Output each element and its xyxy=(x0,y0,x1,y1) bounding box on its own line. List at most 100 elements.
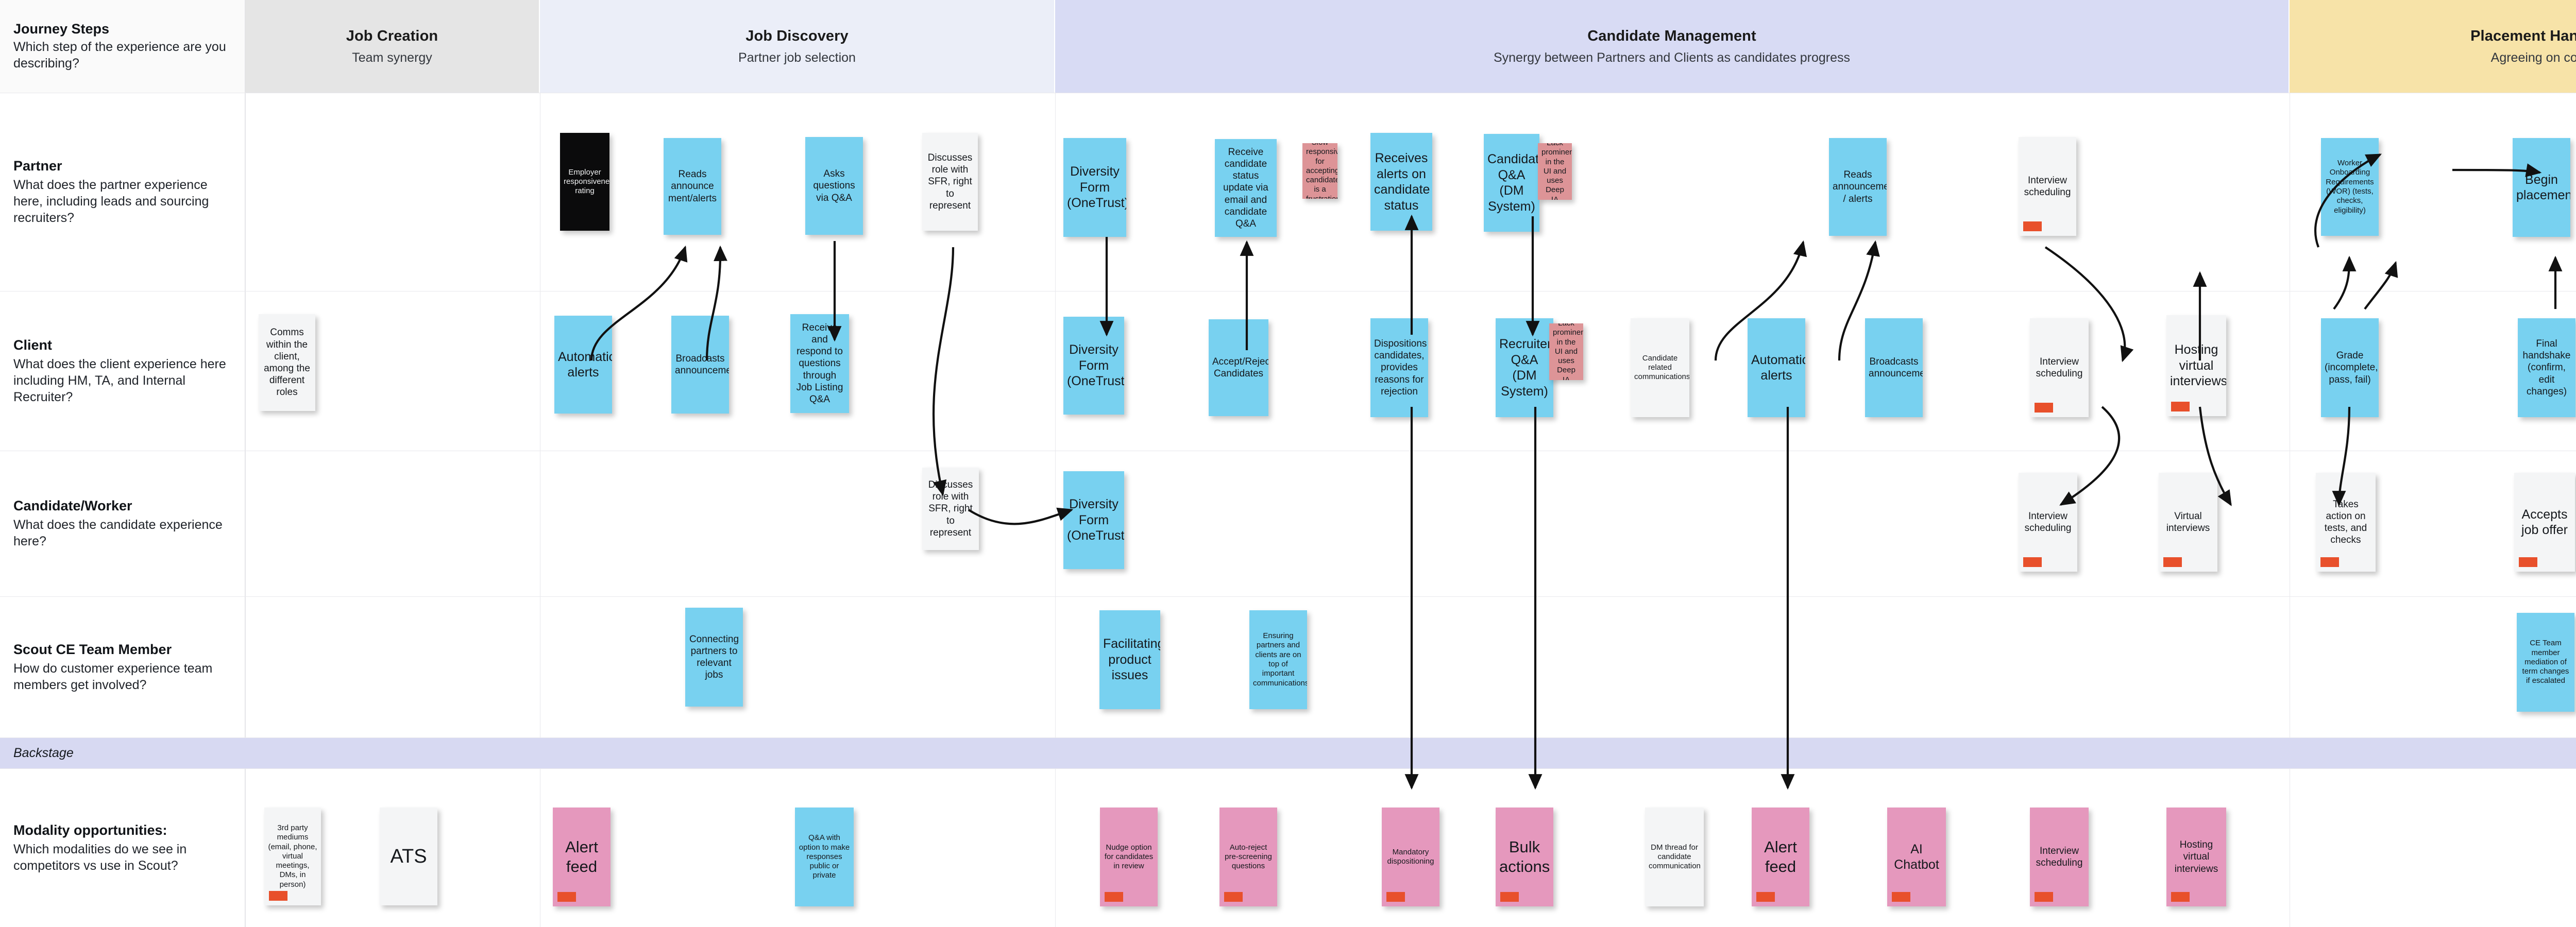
arrow-grade-up xyxy=(2364,261,2398,310)
sticky-note[interactable]: Asks questions via Q&A xyxy=(805,137,863,235)
note-text: Accepts job offer xyxy=(2521,507,2568,538)
note-text: DM thread for candidate communication xyxy=(1649,843,1701,871)
sticky-note[interactable]: 3rd party mediums (email, phone, virtual… xyxy=(264,808,321,905)
sticky-note[interactable]: DM thread for candidate communication xyxy=(1645,808,1704,906)
sticky-note[interactable]: Recruiter Q&A (DM System) xyxy=(1496,318,1553,417)
note-text: Grade (incomplete, pass, fail) xyxy=(2325,350,2378,385)
backstage-label: Backstage xyxy=(13,746,74,760)
journey-steps-subtitle: Which step of the experience are you des… xyxy=(13,40,226,71)
phase-header-job-discovery[interactable]: Job Discovery Partner job selection xyxy=(540,0,1055,93)
phase-header-job-creation[interactable]: Job Creation Team synergy xyxy=(245,0,540,93)
sticky-note[interactable]: Ensuring partners and clients are on top… xyxy=(1249,610,1307,709)
note-text: Alert feed xyxy=(1764,838,1797,876)
sticky-note[interactable]: Alert feed xyxy=(1752,808,1809,906)
sticky-note[interactable]: Receive and respond to questions through… xyxy=(790,314,849,413)
note-text: Q&A with option to make responses public… xyxy=(799,833,850,880)
sticky-note[interactable]: Automatic alerts xyxy=(554,316,612,414)
tag-chip xyxy=(1500,892,1519,902)
sticky-note[interactable]: Hosting virtual interviews xyxy=(2166,808,2226,906)
sticky-note[interactable]: Broadcasts announcements xyxy=(1865,318,1923,417)
note-text: 3rd party mediums (email, phone, virtual… xyxy=(268,823,317,889)
phase-header-candidate-management[interactable]: Candidate Management Synergy between Par… xyxy=(1055,0,2290,93)
sticky-note[interactable]: Facilitating product issues xyxy=(1099,610,1160,709)
sticky-note[interactable]: ATS xyxy=(380,808,437,905)
sticky-note[interactable]: AI Chatbot xyxy=(1887,808,1946,906)
row-title: Client xyxy=(13,337,53,353)
sticky-note[interactable]: Grade (incomplete, pass, fail) xyxy=(2321,318,2379,417)
tag-chip xyxy=(557,892,576,902)
sticky-note[interactable]: Connecting partners to relevant jobs xyxy=(685,608,743,707)
note-text: Slow responsiveness for accepting candid… xyxy=(1306,143,1337,199)
journey-steps-header-cell: Journey Steps Which step of the experien… xyxy=(0,0,245,93)
sticky-note[interactable]: Interview scheduling xyxy=(2019,137,2076,236)
phase-title: Placement Handshake xyxy=(2470,27,2576,44)
sticky-note[interactable]: Interview scheduling xyxy=(2030,808,2089,906)
sticky-note[interactable]: Receives alerts on candidate status xyxy=(1370,133,1432,231)
row-subtitle: How do customer experience team members … xyxy=(13,661,213,692)
note-text: CE Team member mediation of term changes… xyxy=(2522,639,2569,685)
tag-chip xyxy=(269,891,287,901)
row-title: Partner xyxy=(13,158,62,174)
tag-chip xyxy=(2035,892,2053,902)
note-text: Accept/Reject Candidates xyxy=(1212,356,1268,379)
note-text: Ensuring partners and clients are on top… xyxy=(1253,631,1307,688)
note-text: Begin placement xyxy=(2516,172,2570,203)
note-text: Automatic alerts xyxy=(558,349,612,380)
note-text: Recruiter Q&A (DM System) xyxy=(1499,337,1552,399)
note-text: Discusses role with SFR, right to repres… xyxy=(928,479,973,538)
sticky-note[interactable]: Accept/Reject Candidates xyxy=(1209,319,1268,416)
sticky-note[interactable]: Reads announce ment/alerts xyxy=(664,138,721,235)
sticky-note-pain-point[interactable]: Lack prominence in the UI and uses Deep … xyxy=(1549,323,1583,380)
phase-title: Candidate Management xyxy=(1587,27,1756,44)
sticky-note[interactable]: Virtual interviews xyxy=(2159,473,2217,572)
row-label-scout-ce-team-member: Scout CE Team Member How do customer exp… xyxy=(0,597,245,737)
phase-title: Job Creation xyxy=(346,27,438,44)
note-text: Interview scheduling xyxy=(2024,175,2071,198)
sticky-note[interactable]: Dispositions candidates, provides reason… xyxy=(1370,318,1428,417)
sticky-note-pain-point[interactable]: Slow responsiveness for accepting candid… xyxy=(1302,143,1337,199)
sticky-note[interactable]: Hosting virtual interviews xyxy=(2166,315,2226,416)
note-text: Receives alerts on candidate status xyxy=(1374,151,1430,213)
note-text: Asks questions via Q&A xyxy=(813,168,855,203)
tag-chip xyxy=(2035,403,2053,413)
note-text: Discusses role with SFR, right to repres… xyxy=(927,152,973,211)
sticky-note[interactable]: Interview scheduling xyxy=(2019,473,2077,572)
note-text: Hosting virtual interviews xyxy=(2170,342,2226,389)
note-text: Connecting partners to relevant jobs xyxy=(689,633,739,681)
sticky-note[interactable]: Interview scheduling xyxy=(2030,318,2089,417)
sticky-note[interactable]: Automatic alerts xyxy=(1748,318,1805,417)
sticky-note[interactable]: CE Team member mediation of term changes… xyxy=(2517,613,2574,712)
sticky-note[interactable]: Discusses role with SFR, right to repres… xyxy=(922,468,979,550)
sticky-note[interactable]: Worker Onboarding Requirements (WOR) (te… xyxy=(2321,138,2379,236)
sticky-note[interactable]: Diversity Form (OneTrust) xyxy=(1063,317,1124,415)
phase-subtitle: Agreeing on contract xyxy=(2490,50,2576,65)
sticky-note[interactable]: Q&A with option to make responses public… xyxy=(795,808,854,906)
sticky-note[interactable]: Alert feed xyxy=(553,808,611,906)
phase-header-placement-handshake[interactable]: Placement Handshake Agreeing on contract xyxy=(2290,0,2576,93)
sticky-note[interactable]: Receive candidate status update via emai… xyxy=(1215,139,1277,237)
sticky-note[interactable]: Takes action on tests, and checks xyxy=(2316,473,2376,572)
sticky-note[interactable]: Mandatory dispositioning xyxy=(1382,808,1439,906)
sticky-note[interactable]: Comms within the client, among the diffe… xyxy=(259,314,315,411)
sticky-note[interactable]: Bulk actions xyxy=(1496,808,1553,906)
tag-chip xyxy=(2023,557,2042,567)
note-text: Nudge option for candidates in review xyxy=(1104,843,1154,871)
sticky-note[interactable]: Final handshake (confirm, edit changes) xyxy=(2518,318,2575,417)
sticky-note[interactable]: Broadcasts announcements xyxy=(671,316,729,414)
sticky-note[interactable]: Diversity Form (OneTrust) xyxy=(1063,138,1126,237)
sticky-note[interactable]: Discusses role with SFR, right to repres… xyxy=(922,133,978,231)
note-text: Automatic alerts xyxy=(1751,352,1805,383)
sticky-note[interactable]: Candidate related communications xyxy=(1631,318,1689,417)
sticky-note[interactable]: Diversity Form (OneTrust) xyxy=(1063,471,1124,569)
sticky-note[interactable]: Nudge option for candidates in review xyxy=(1100,808,1158,906)
sticky-note[interactable]: Auto-reject pre-screening questions xyxy=(1219,808,1277,906)
sticky-note[interactable]: Begin placement xyxy=(2513,138,2570,237)
sticky-note[interactable]: Employer responsiveness rating xyxy=(560,133,609,231)
tag-chip xyxy=(2519,557,2537,567)
note-text: Interview scheduling xyxy=(2036,845,2083,868)
sticky-note[interactable]: Accepts job offer xyxy=(2514,473,2575,572)
sticky-note-pain-point[interactable]: Lack prominence in the UI and uses Deep … xyxy=(1538,143,1572,200)
sticky-note[interactable]: Candidate Q&A (DM System) xyxy=(1484,134,1539,232)
